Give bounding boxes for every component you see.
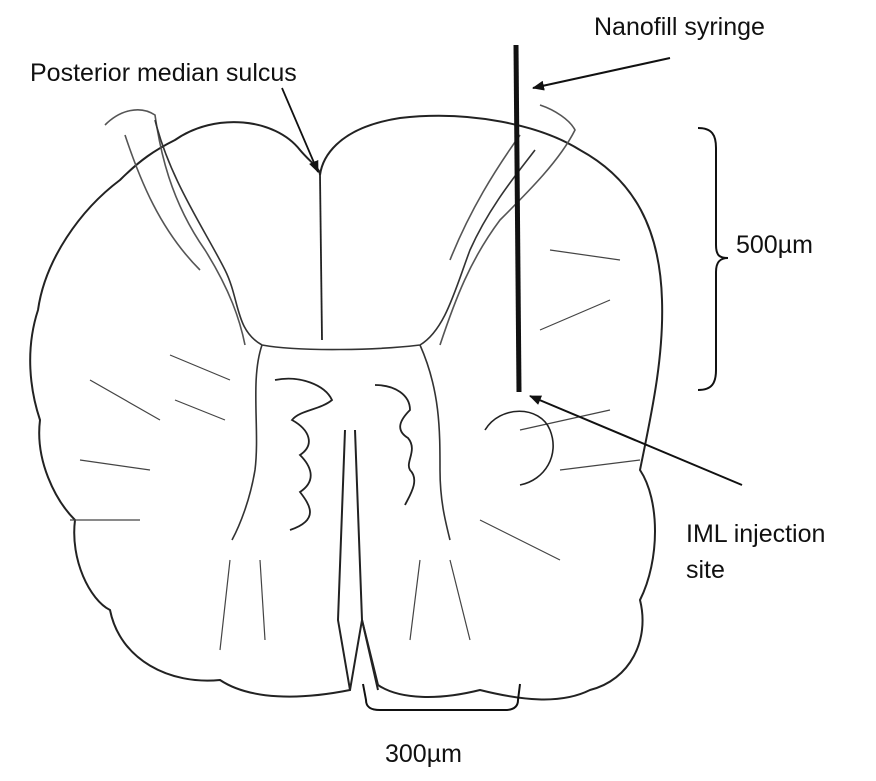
gray-matter	[155, 120, 535, 540]
anterior-median-fissure	[338, 430, 378, 690]
nanofill-syringe-shaft	[516, 45, 519, 392]
dorsal-root-right	[440, 105, 575, 345]
posterior-median-sulcus-line	[320, 175, 322, 340]
posterior-median-sulcus-label: Posterior median sulcus	[30, 58, 297, 88]
anterior-horn-left	[275, 379, 332, 530]
vertical-scale-label: 500µm	[736, 230, 813, 260]
iml-injection-site-label: IML injection site	[686, 516, 825, 588]
posterior-median-sulcus-arrow	[282, 88, 318, 172]
nanofill-syringe-label: Nanofill syringe	[594, 12, 765, 42]
lateral-horn-region	[485, 411, 553, 485]
nanofill-syringe-arrow	[533, 58, 670, 88]
vertical-scale-bracket	[698, 128, 728, 390]
anterior-horn-right	[375, 385, 414, 505]
iml-label-line1: IML injection	[686, 516, 825, 552]
dorsal-root-left	[105, 110, 245, 345]
cord-outline	[30, 116, 662, 700]
iml-label-line2: site	[686, 552, 825, 588]
horizontal-scale-label: 300µm	[385, 739, 462, 769]
iml-injection-arrow	[530, 396, 742, 485]
